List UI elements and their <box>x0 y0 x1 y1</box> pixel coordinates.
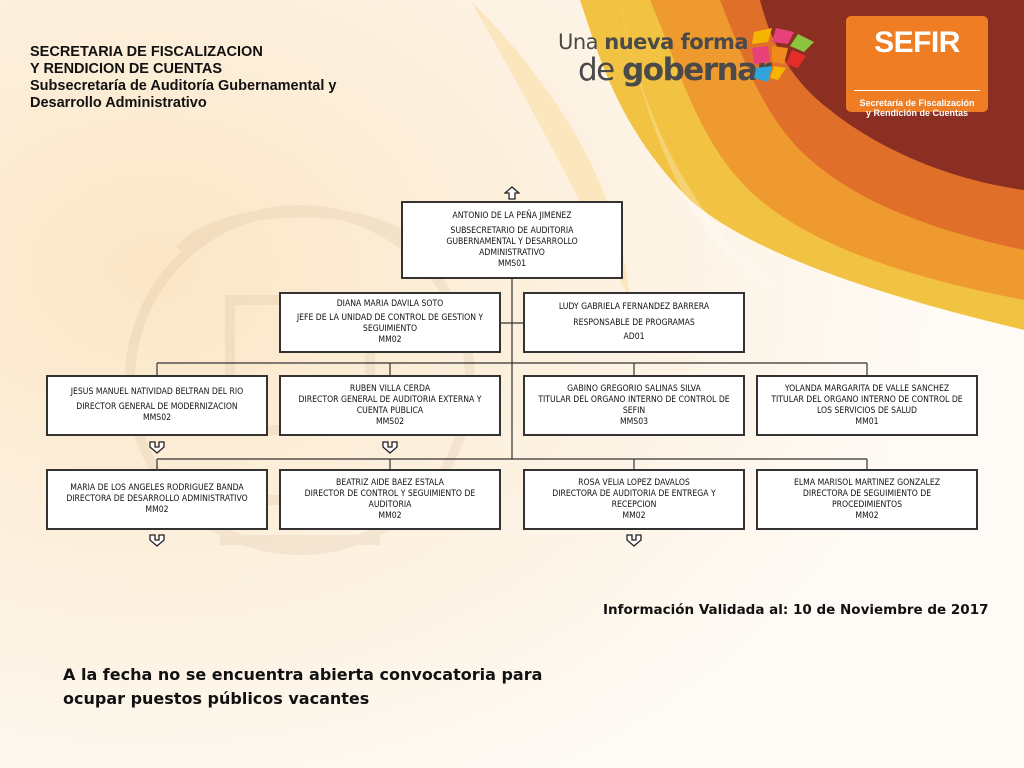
org-box-name: DIANA MARIA DAVILA SOTO <box>336 299 444 309</box>
header-block: SECRETARIA DE FISCALIZACION Y RENDICION … <box>30 44 336 112</box>
arrow-down-icon[interactable] <box>382 440 398 454</box>
org-box-oic-salud: YOLANDA MARGARITA DE VALLE SANCHEZ TITUL… <box>756 375 978 436</box>
org-box-title: SEGUIMIENTO <box>362 324 418 334</box>
org-box-code: MM02 <box>622 510 646 521</box>
org-box-subsecretario: ANTONIO DE LA PEÑA JIMENEZ SUBSECRETARIO… <box>401 201 623 279</box>
slogan-una: Una <box>558 30 599 54</box>
org-box-title: DIRECTORA DE DESARROLLO ADMINISTRATIVO <box>66 494 248 504</box>
org-box-title: CUENTA PUBLICA <box>356 405 424 416</box>
org-box-title: RESPONSABLE DE PROGRAMAS <box>573 318 695 328</box>
validated-date: Información Validada al: 10 de Noviembre… <box>603 602 989 618</box>
sefir-logo: SEFIR Secretaría de Fiscalización y Rend… <box>846 16 988 118</box>
org-box-title: PROCEDIMIENTOS <box>832 499 902 510</box>
vacancy-notice-line-2: ocupar puestos públicos vacantes <box>63 689 370 708</box>
org-box-code: MM02 <box>378 335 402 345</box>
org-box-name: ELMA MARISOL MARTINEZ GONZALEZ <box>793 477 940 488</box>
vacancy-notice: A la fecha no se encuentra abierta convo… <box>63 663 542 711</box>
org-box-title: SEFIN <box>622 405 646 416</box>
org-box-procedimientos: ELMA MARISOL MARTINEZ GONZALEZ DIRECTORA… <box>756 469 978 530</box>
slogan: Una nueva forma de gobernar <box>558 30 818 100</box>
org-box-code: MMS03 <box>619 416 649 427</box>
org-box-name: MARIA DE LOS ANGELES RODRIGUEZ BANDA <box>70 483 244 493</box>
org-box-title: ADMINISTRATIVO <box>479 247 545 258</box>
org-box-code: MM02 <box>145 505 169 515</box>
org-box-title: DIRECTORA DE SEGUIMIENTO DE <box>802 488 932 499</box>
sefir-logo-desc-2: y Rendición de Cuentas <box>865 108 969 118</box>
org-box-auditoria-externa: RUBEN VILLA CERDA DIRECTOR GENERAL DE AU… <box>279 375 501 436</box>
org-box-name: BEATRIZ AIDE BAEZ ESTALA <box>336 477 444 488</box>
org-box-name: ROSA VELIA LOPEZ DAVALOS <box>578 477 690 488</box>
org-box-name: RUBEN VILLA CERDA <box>349 383 431 394</box>
org-box-title: LOS SERVICIOS DE SALUD <box>817 405 917 416</box>
slogan-gobernar: gobernar <box>622 52 772 88</box>
sefir-logo-desc-1: Secretaría de Fiscalización <box>859 98 975 108</box>
org-box-oic-sefin: GABINO GREGORIO SALINAS SILVA TITULAR DE… <box>523 375 745 436</box>
org-box-code: AD01 <box>623 332 645 342</box>
org-box-desarrollo-admin: MARIA DE LOS ANGELES RODRIGUEZ BANDA DIR… <box>46 469 268 530</box>
org-box-title: DIRECTOR GENERAL DE AUDITORIA EXTERNA Y <box>298 394 482 405</box>
mosaic-logo-icon <box>752 28 814 82</box>
org-box-name: ANTONIO DE LA PEÑA JIMENEZ <box>452 210 572 221</box>
org-box-code: MM02 <box>855 510 879 521</box>
arrow-down-icon[interactable] <box>626 533 642 547</box>
org-box-name: GABINO GREGORIO SALINAS SILVA <box>567 383 701 394</box>
org-box-code: MM01 <box>855 416 879 427</box>
org-box-title: TITULAR DEL ORGANO INTERNO DE CONTROL DE <box>538 394 730 405</box>
org-box-name: YOLANDA MARGARITA DE VALLE SANCHEZ <box>784 383 950 394</box>
org-box-code: MMS02 <box>375 416 405 427</box>
sefir-logo-name: SEFIR <box>874 26 960 59</box>
org-box-title: JEFE DE LA UNIDAD DE CONTROL DE GESTION … <box>296 313 484 323</box>
vacancy-notice-line-1: A la fecha no se encuentra abierta convo… <box>63 665 543 684</box>
org-box-title: RECEPCION <box>611 499 657 510</box>
sefir-logo-divider <box>854 90 980 91</box>
org-box-name: LUDY GABRIELA FERNANDEZ BARRERA <box>558 302 710 312</box>
org-box-title: DIRECTORA DE AUDITORIA DE ENTREGA Y <box>552 488 716 499</box>
slogan-nueva-forma: nueva forma <box>604 30 749 54</box>
header-line-3: Subsecretaría de Auditoría Gubernamental… <box>30 78 337 94</box>
org-box-title: DIRECTOR GENERAL DE MODERNIZACION <box>76 402 238 412</box>
org-box-programas: LUDY GABRIELA FERNANDEZ BARRERA RESPONSA… <box>523 292 745 353</box>
org-box-code: MM02 <box>378 510 402 521</box>
header-line-1: SECRETARIA DE FISCALIZACION <box>30 44 263 60</box>
arrow-down-icon[interactable] <box>149 440 165 454</box>
header-line-2: Y RENDICION DE CUENTAS <box>30 61 223 77</box>
org-box-control-seguimiento: BEATRIZ AIDE BAEZ ESTALA DIRECTOR DE CON… <box>279 469 501 530</box>
org-box-code: MMS02 <box>142 413 172 423</box>
header-line-4: Desarrollo Administrativo <box>30 95 207 111</box>
org-box-title: GUBERNAMENTAL Y DESARROLLO <box>446 236 578 247</box>
org-box-title: TITULAR DEL ORGANO INTERNO DE CONTROL DE <box>771 394 963 405</box>
arrow-down-icon[interactable] <box>149 533 165 547</box>
org-box-title: AUDITORIA <box>368 499 412 510</box>
arrow-up-icon[interactable] <box>504 186 520 200</box>
org-box-entrega-recepcion: ROSA VELIA LOPEZ DAVALOS DIRECTORA DE AU… <box>523 469 745 530</box>
org-box-name: JESUS MANUEL NATIVIDAD BELTRAN DEL RIO <box>70 387 244 397</box>
org-box-modernizacion: JESUS MANUEL NATIVIDAD BELTRAN DEL RIO D… <box>46 375 268 436</box>
org-box-control-gestion: DIANA MARIA DAVILA SOTO JEFE DE LA UNIDA… <box>279 292 501 353</box>
org-box-title: SUBSECRETARIO DE AUDITORIA <box>450 225 574 236</box>
org-box-code: MMS01 <box>497 258 527 269</box>
org-box-title: DIRECTOR DE CONTROL Y SEGUIMIENTO DE <box>304 488 476 499</box>
slogan-de: de <box>578 52 615 88</box>
